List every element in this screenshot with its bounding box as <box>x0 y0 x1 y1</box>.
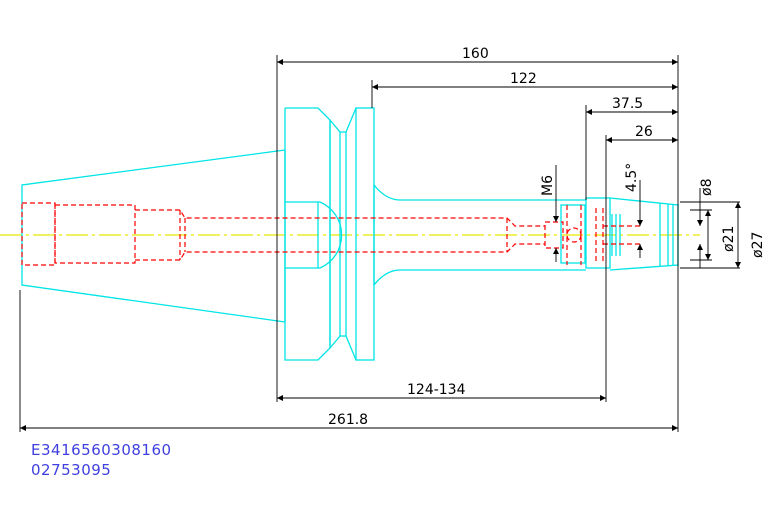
label-37-5: 37.5 <box>612 96 643 112</box>
label-160: 160 <box>462 46 489 62</box>
part-number: 02753095 <box>31 461 112 479</box>
v-groove <box>329 119 341 349</box>
label-d27: ø27 <box>750 232 766 258</box>
flange-bore-arc <box>285 201 343 269</box>
rear-bore <box>21 202 56 266</box>
rear-collar <box>355 107 375 361</box>
taper-shank <box>21 149 286 323</box>
label-d8: ø8 <box>699 179 715 196</box>
label-angle: 4.5° <box>624 163 640 192</box>
collet-nut <box>585 197 611 269</box>
extension-shank <box>373 184 586 201</box>
dimension-lines <box>19 55 741 432</box>
tool-body <box>21 107 679 361</box>
label-26: 26 <box>635 124 653 140</box>
part-code: E3416560308160 <box>31 441 172 459</box>
label-261-8: 261.8 <box>328 412 368 428</box>
label-m6: M6 <box>540 175 556 196</box>
label-122: 122 <box>510 71 537 87</box>
label-124-134: 124-134 <box>407 382 466 398</box>
flange-outline <box>284 107 331 361</box>
through-bore <box>135 209 545 227</box>
label-d21: ø21 <box>721 226 737 252</box>
hidden-features <box>21 202 640 266</box>
